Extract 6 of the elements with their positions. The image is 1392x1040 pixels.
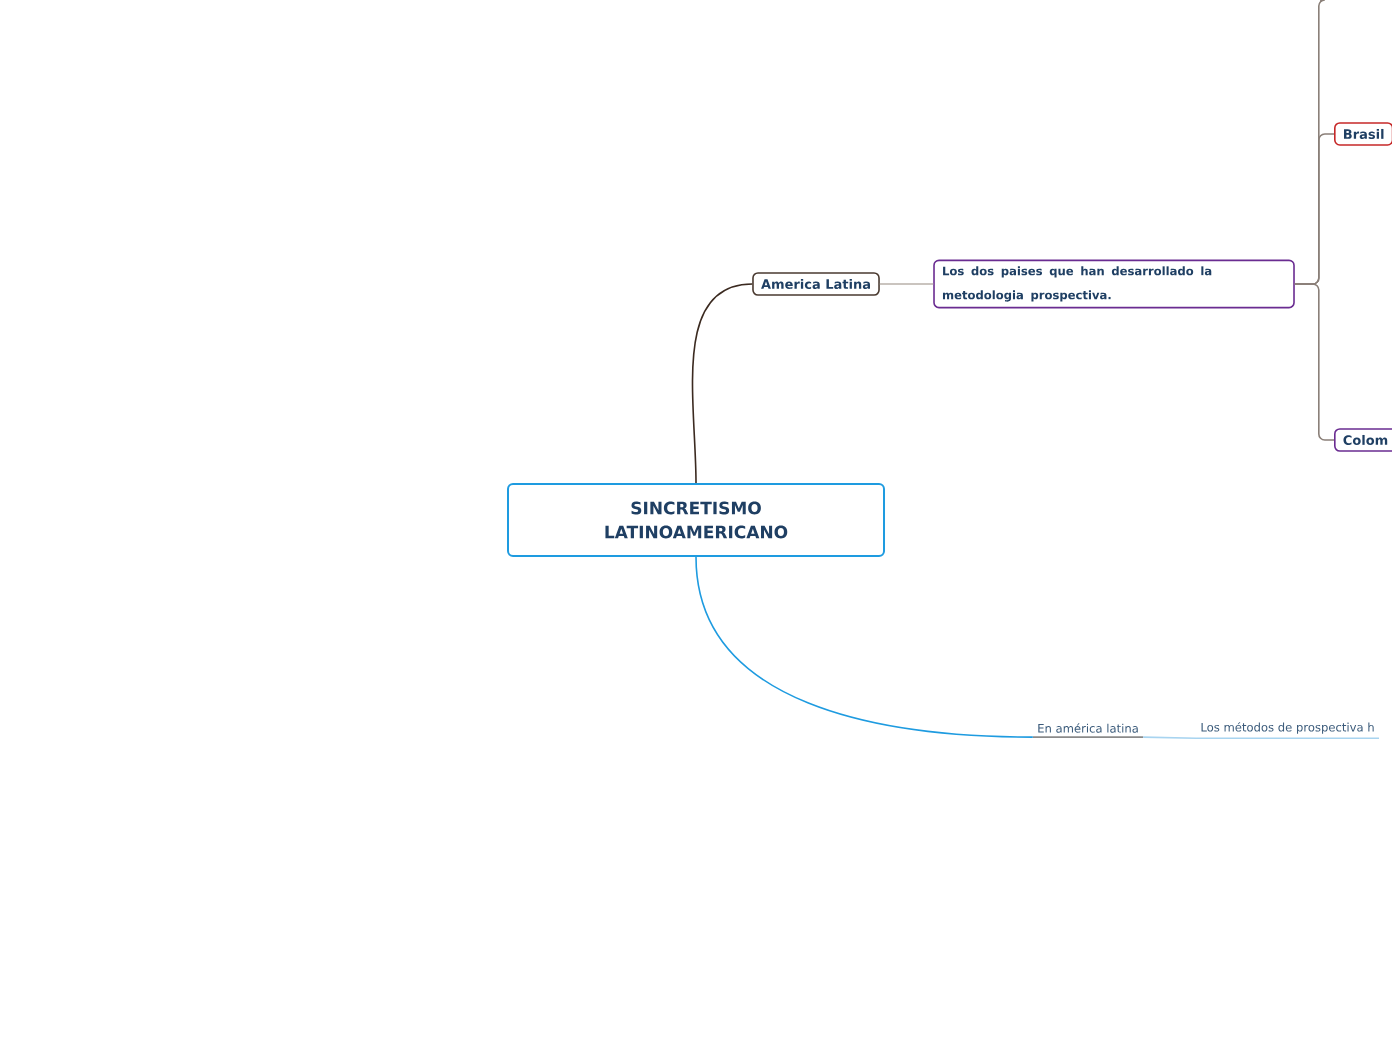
connector [1294,0,1326,285]
connector [695,556,1034,738]
connector [879,283,934,285]
connector [691,283,753,484]
topic-box: SINCRETISMO LATINOAMERICANO [507,483,885,557]
connector [1142,736,1197,740]
